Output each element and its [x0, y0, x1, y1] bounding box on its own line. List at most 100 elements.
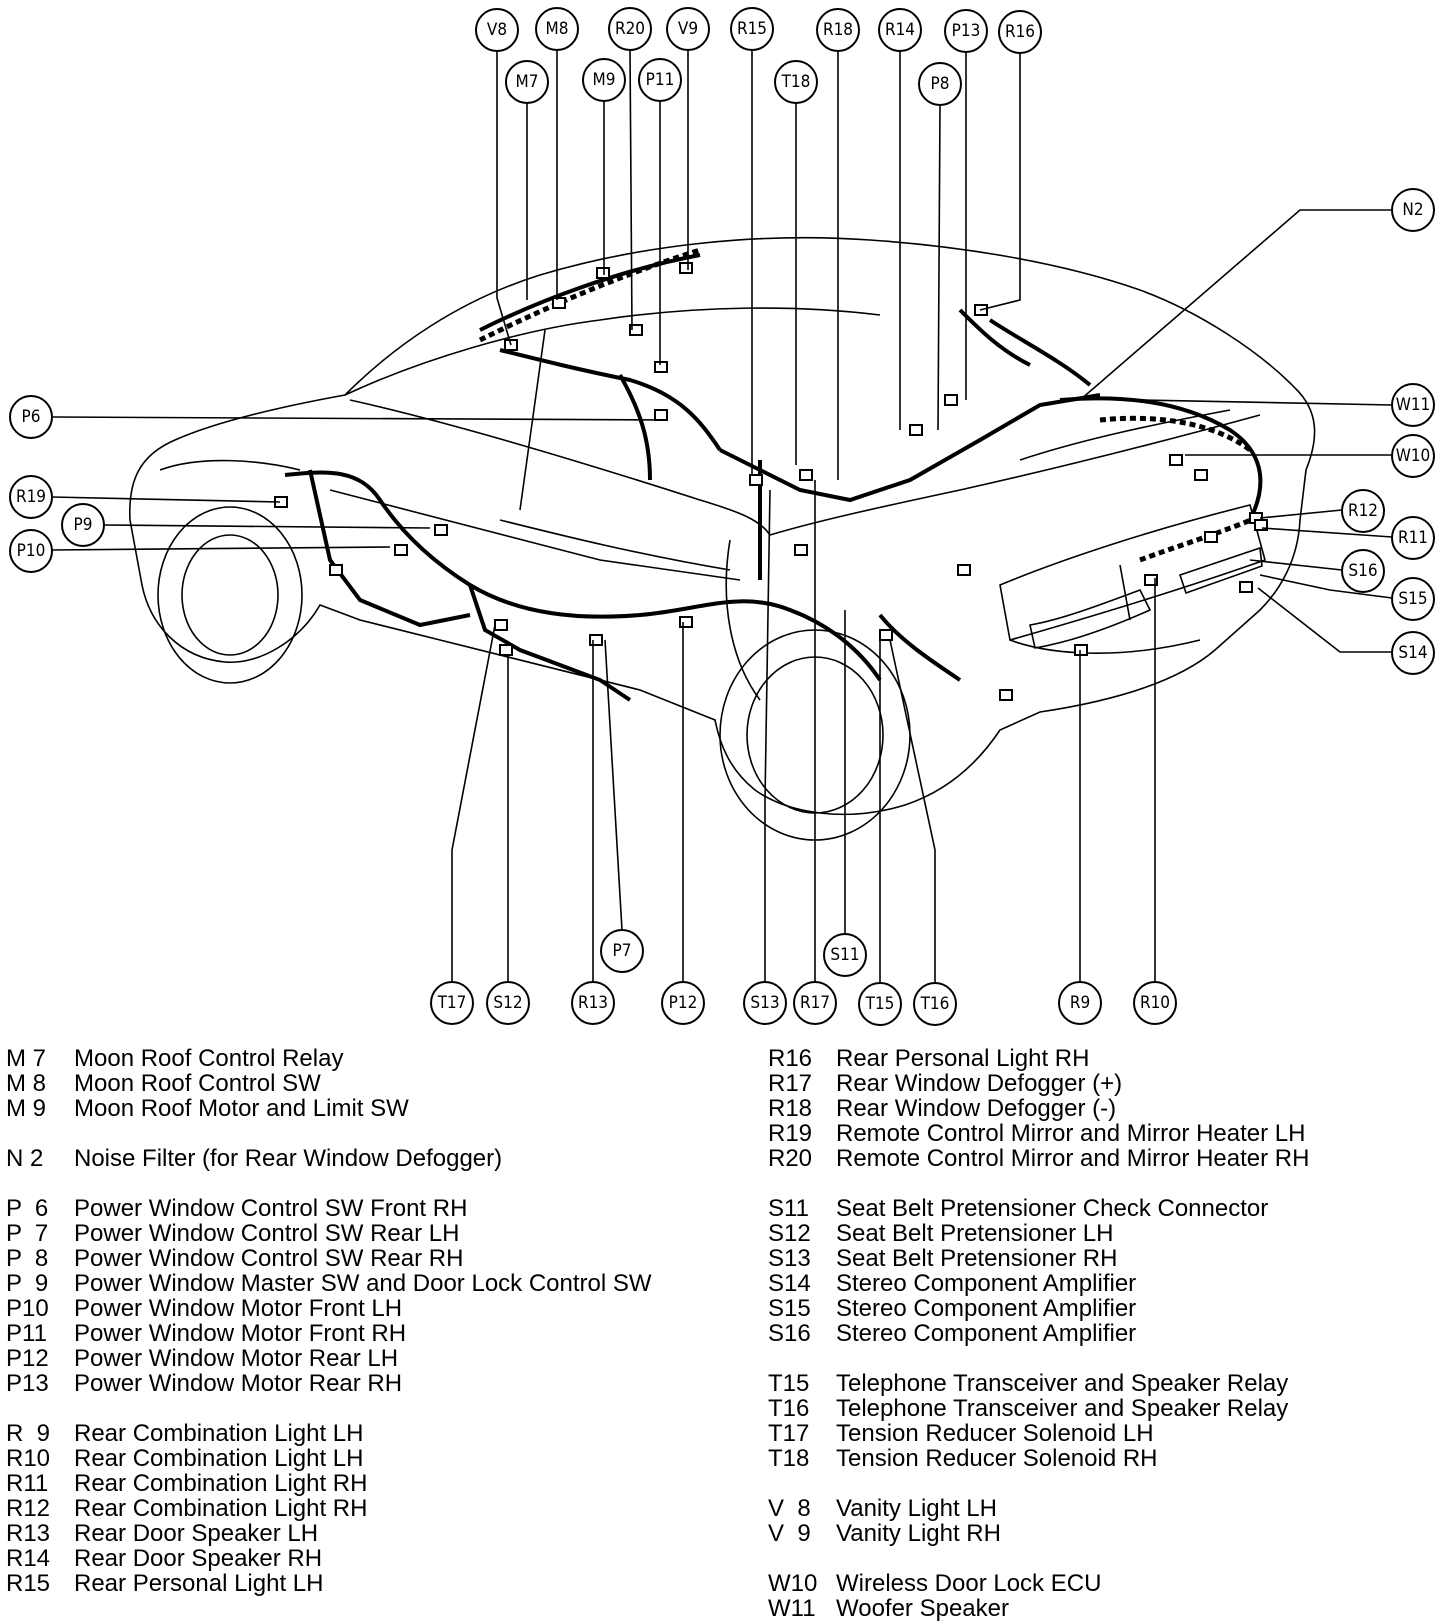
callout-S11: S11: [823, 933, 867, 977]
legend-code: T15: [768, 1370, 810, 1397]
legend-entry: V 9 Vanity Light RH: [768, 1521, 1448, 1546]
legend-description: Rear Combination Light LH: [74, 1420, 364, 1447]
legend-code: S11: [768, 1195, 809, 1222]
callout-P7: P7: [600, 929, 644, 973]
svg-text:P10: P10: [17, 541, 46, 561]
legend-description: Power Window Motor Rear RH: [74, 1370, 403, 1397]
legend-description: Rear Combination Light RH: [74, 1470, 368, 1497]
callout-R19: R19: [9, 475, 53, 519]
svg-text:V9: V9: [678, 19, 698, 39]
callout-S16: S16: [1341, 549, 1385, 593]
svg-text:R12: R12: [1348, 501, 1378, 521]
legend-description: Seat Belt Pretensioner LH: [836, 1220, 1114, 1247]
svg-text:R19: R19: [16, 487, 46, 507]
callout-R10: R10: [1133, 981, 1177, 1025]
legend-description: Power Window Control SW Rear LH: [74, 1220, 460, 1247]
legend-description: Power Window Master SW and Door Lock Con…: [74, 1270, 652, 1297]
legend-description: Moon Roof Control Relay: [74, 1045, 344, 1072]
legend-code: P 7: [6, 1220, 49, 1247]
svg-text:P11: P11: [646, 70, 675, 90]
legend-description: Vanity Light RH: [836, 1520, 1001, 1547]
legend-entry: S15 Stereo Component Amplifier: [768, 1296, 1448, 1321]
callout-T17: T17: [430, 981, 474, 1025]
svg-text:W10: W10: [1396, 446, 1431, 466]
legend-code: P13: [6, 1370, 49, 1397]
legend-description: Rear Window Defogger (-): [836, 1095, 1117, 1122]
svg-text:R10: R10: [1140, 993, 1170, 1013]
callout-R13: R13: [571, 981, 615, 1025]
callout-R12: R12: [1341, 489, 1385, 533]
callout-R17: R17: [793, 981, 837, 1025]
car-body-outline: [129, 236, 1316, 841]
svg-text:R16: R16: [1005, 22, 1035, 42]
callout-S12: S12: [486, 981, 530, 1025]
svg-text:T17: T17: [437, 993, 467, 1013]
svg-text:R13: R13: [578, 993, 608, 1013]
legend-description: Moon Roof Control SW: [74, 1070, 321, 1097]
legend-description: Rear Combination Light RH: [74, 1495, 368, 1522]
callout-R11: R11: [1391, 516, 1435, 560]
legend-code: S15: [768, 1295, 811, 1322]
legend-description: Remote Control Mirror and Mirror Heater …: [836, 1145, 1310, 1172]
legend-description: Stereo Component Amplifier: [836, 1270, 1137, 1297]
legend-code: P11: [6, 1320, 47, 1347]
svg-text:M8: M8: [546, 19, 569, 39]
callout-R18: R18: [816, 8, 860, 52]
legend-code: S12: [768, 1220, 811, 1247]
legend-description: Tension Reducer Solenoid LH: [836, 1420, 1154, 1447]
callout-N2: N2: [1391, 188, 1435, 232]
connectors: [274, 262, 1268, 701]
svg-text:R9: R9: [1070, 993, 1090, 1013]
legend-entry: P 7 Power Window Control SW Rear LH: [6, 1221, 706, 1246]
svg-text:N2: N2: [1402, 200, 1423, 220]
svg-text:S12: S12: [493, 993, 522, 1013]
legend-description: Stereo Component Amplifier: [836, 1295, 1137, 1322]
callout-M7: M7: [505, 60, 549, 104]
legend-description: Wireless Door Lock ECU: [836, 1570, 1102, 1597]
callout-T15: T15: [858, 982, 902, 1026]
callout-S14: S14: [1391, 631, 1435, 675]
legend-code: R17: [768, 1070, 813, 1097]
legend-code: V 9: [768, 1520, 811, 1547]
legend-code: R11: [6, 1470, 49, 1497]
legend-code: R16: [768, 1045, 813, 1072]
wiring-harness: [284, 253, 1263, 702]
callout-V9: V9: [666, 7, 710, 51]
legend-code: W11: [768, 1595, 816, 1622]
svg-text:P9: P9: [74, 515, 93, 535]
legend-description: Rear Combination Light LH: [74, 1445, 364, 1472]
callout-R15: R15: [730, 7, 774, 51]
legend-entry: W11 Woofer Speaker: [768, 1596, 1448, 1621]
svg-text:P7: P7: [613, 941, 632, 961]
callout-P10: P10: [9, 529, 53, 573]
svg-text:V8: V8: [487, 20, 507, 40]
legend-entry: T17 Tension Reducer Solenoid LH: [768, 1421, 1448, 1446]
svg-text:S15: S15: [1398, 589, 1427, 609]
legend-code: T17: [768, 1420, 810, 1447]
callout-T18: T18: [774, 60, 818, 104]
legend-code: W10: [768, 1570, 818, 1597]
callout-M8: M8: [535, 7, 579, 51]
legend-description: Woofer Speaker: [836, 1595, 1009, 1622]
